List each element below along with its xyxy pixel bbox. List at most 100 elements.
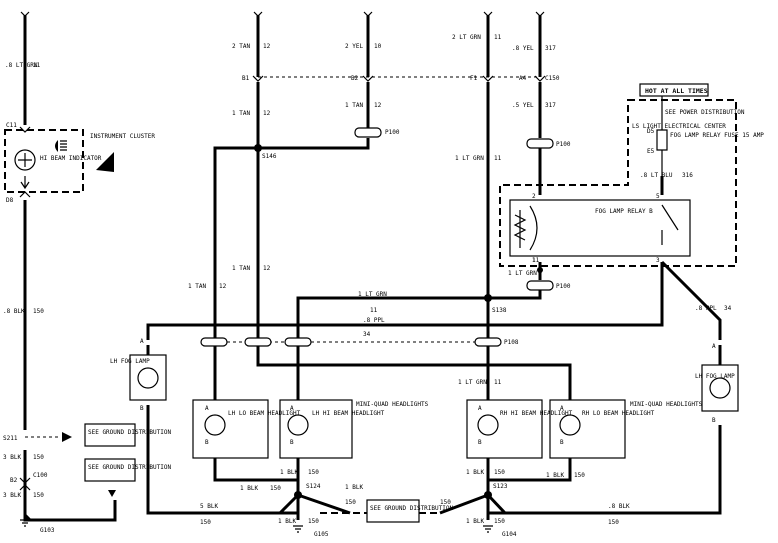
wire-1blk-c: 1 BLK [345,484,363,491]
see-ground-3-label: SEE GROUND DISTRIBUTION [370,505,453,512]
connector-e5: E5 [647,148,655,155]
lh-hi-pin-b: B [290,439,294,446]
wire-5yel-num: 317 [545,102,556,109]
rh-hi-label: RH HI BEAM HEADLIGHT [500,410,573,417]
wire-8yel: .8 YEL [512,45,534,52]
hot-at-all-times-label: HOT AT ALL TIMES [645,87,708,95]
wire-8yel-num: 317 [545,45,556,52]
lh-lo-pin-a: A [205,405,209,412]
relay-switch [661,204,679,245]
lh-lo-bulb [204,414,226,436]
connector-c100: C100 [33,472,48,479]
ground-arrow-1 [62,432,72,442]
bulb-filament [18,153,32,167]
splice-p108: P108 [504,339,519,346]
lh-hi-beam-box [279,399,353,459]
inline-connectors [200,127,554,347]
wire-1blk-d: 1 BLK [466,469,484,476]
wire-8blk-num: 150 [33,308,44,315]
wire-1blk-h-num: 150 [494,518,505,525]
splice-p100-a: P100 [385,129,400,136]
splice-dots [254,144,543,499]
splice-s146: S146 [262,153,277,160]
wire-yel-top: 2 YEL [345,43,363,50]
connector-c11: C11 [6,122,17,129]
ground-g105: G105 [314,531,329,538]
connector-a4: A4 [519,75,527,82]
wire-3blk-b-num: 150 [33,492,44,499]
rh-lo-pin-b: B [560,439,564,446]
wire-8ltblu: .8 LT BLU [640,172,673,179]
fog-lamp-relay-box [509,199,691,257]
relay-coil-curve [529,205,538,251]
wire-1tan-a-num: 12 [263,110,271,117]
rh-lo-beam-box [549,399,626,459]
rh-hi-bulb [477,414,499,436]
fog-fuse-label: FOG LAMP RELAY FUSE 15 AMP [670,132,764,139]
connector-d5: D5 [647,128,655,135]
wire-1tan-b-num: 12 [374,102,382,109]
connector-c150: C150 [545,75,560,82]
ground-dist-box-2 [84,458,136,482]
relay-pin-1: 1 [532,257,536,264]
lh-lo-label: LH LO BEAM HEADLIGHT [228,410,301,417]
lh-fog-pin-b: B [140,405,144,412]
connector-b2-lower: B2 [10,477,18,484]
see-ground-2-label: SEE GROUND DISTRIBUTION [88,464,171,471]
indicator-arrow [20,176,30,190]
wire-8ppl-a-num: 34 [363,331,371,338]
ground-symbols [20,519,493,533]
see-power-label: SEE POWER DISTRIBUTION [665,109,745,116]
wire-1blk-d-num: 150 [494,469,505,476]
rh-lo-label: RH LO BEAM HEADLIGHT [582,410,655,417]
ground-arrow-2 [108,490,116,497]
wire-break-marks [20,11,545,17]
wire-tan-top-num: 12 [263,43,271,50]
rh-hi-beam-box [466,399,543,459]
esd-icon [96,152,114,172]
wire-1tan-b: 1 TAN [345,102,363,109]
see-ground-1-label: SEE GROUND DISTRIBUTION [88,429,171,436]
wire-1tan-d: 1 TAN [188,283,206,290]
ground-g104: G104 [502,531,517,538]
wire-1ltgrn-a-num: 11 [494,155,502,162]
rh-hi-pin-a: A [478,405,482,412]
mini-quad-left-label: MINI-QUAD HEADLIGHTS [356,401,429,408]
rh-lo-bulb [559,414,581,436]
connector-d8: D8 [6,197,14,204]
instrument-cluster-label: INSTRUMENT CLUSTER [90,133,155,140]
connector-f1: F1 [470,75,478,82]
lh-fog-label: LH FOG LAMP [110,358,150,365]
splice-s123: S123 [493,483,508,490]
wire-8ppl-b: .8 PPL [695,305,717,312]
splice-p100-c: P100 [556,283,571,290]
wire-ltgrn-top-num: 11 [494,34,502,41]
connector-b1: B1 [242,75,250,82]
lh-fog-lamp-box [129,354,167,401]
connector-dashes [25,76,662,438]
wire-5blk: 5 BLK [200,503,218,510]
wire-1blk-g: 1 BLK [278,518,296,525]
wire-left-top-num: 11 [33,62,41,69]
rh-fog-pin-a: A [712,343,716,350]
wire-3blk-a-num: 150 [33,454,44,461]
rh-lo-pin-a: A [560,405,564,412]
wire-left-top: .8 LT GRN [5,62,38,69]
lh-hi-bulb [287,414,309,436]
wire-1ltgrn-d: 1 LT GRN [458,379,487,386]
wire-1blk-a-num: 150 [308,469,319,476]
relay-coil [513,210,527,248]
relay-pin-3: 3 [656,257,660,264]
wiring-lines [23,15,722,522]
wire-8blk: .8 BLK [3,308,25,315]
hi-beam-indicator-label: HI BEAM INDICATOR [40,155,102,162]
instrument-cluster-box [4,129,84,193]
wire-8blk-r: .8 BLK [608,503,630,510]
wire-1ltgrn-c-num: 11 [370,307,378,314]
relay-pin-2: 2 [532,193,536,200]
lh-fog-pin-a: A [140,338,144,345]
fuse-symbol [656,129,668,151]
wire-ltgrn-top: 2 LT GRN [452,34,481,41]
connector-b2: B2 [351,75,359,82]
wire-1ltgrn-d-num: 11 [494,379,502,386]
